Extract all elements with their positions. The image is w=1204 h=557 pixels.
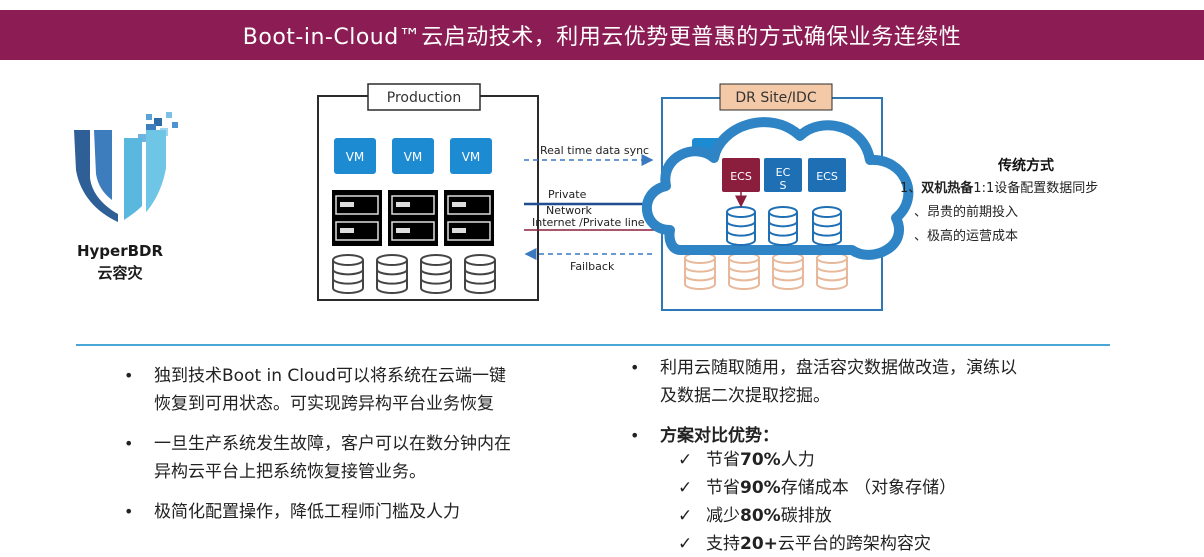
advantage-item: ✓节省70%人力 — [678, 446, 956, 474]
dr-site-label-box — [719, 83, 833, 111]
dr-site-label: DR Site/IDC — [735, 90, 816, 106]
logo-name-line2: 云容灾 — [97, 264, 143, 282]
traditional-method: 传统方式 1、双机热备1:1设备配置数据同步 、昂贵的前期投入 、极高的运营成本 — [900, 157, 1098, 244]
production-label-box — [367, 83, 481, 111]
check-icon: ✓ — [678, 534, 693, 554]
database-disk-icon — [812, 206, 842, 246]
database-disk-icon — [772, 252, 804, 290]
section-divider — [76, 344, 1110, 346]
advantage-item: ✓节省90%存储成本 （对象存储） — [678, 474, 956, 502]
bullet-item: • 利用云随取随用，盘活容灾数据做改造，演练以 及数据二次提取挖掘。 — [630, 354, 1090, 410]
database-disk-icon — [726, 206, 756, 246]
advantage-item: ✓减少80%碳排放 — [678, 502, 956, 530]
advantages-list: ✓节省70%人力 ✓节省90%存储成本 （对象存储） ✓减少80%碳排放 ✓支持… — [678, 446, 956, 557]
check-icon: ✓ — [678, 450, 693, 470]
svg-text:VM: VM — [404, 150, 423, 164]
failback-label: Failback — [570, 260, 615, 273]
traditional-item-3: 、极高的运营成本 — [914, 228, 1018, 244]
database-disk-icon — [464, 254, 496, 294]
svg-text:VM: VM — [346, 150, 365, 164]
logo-name: HyperBDR 云容灾 — [70, 240, 170, 284]
hyperbdr-shield-logo — [74, 112, 178, 222]
vm-3: VM — [450, 138, 492, 174]
dr-site-disks — [684, 252, 848, 290]
svg-text:S: S — [780, 179, 787, 192]
bullet-dot: • — [124, 366, 134, 385]
banner-title: Boot-in-Cloud™云启动技术，利用云优势更普惠的方式确保业务连续性 — [242, 25, 962, 50]
ecs-2: EC S — [764, 158, 802, 192]
advantages-title: 方案对比优势： — [660, 426, 779, 446]
internet-label: Internet /Private line — [532, 216, 645, 229]
architecture-diagram: Production VM VM VM Real time data syn — [317, 83, 1098, 311]
database-disk-icon — [728, 252, 760, 290]
server-rack-3 — [444, 190, 494, 246]
database-disk-icon — [332, 254, 364, 294]
production-disks — [332, 254, 496, 294]
cloud-disks — [726, 206, 842, 246]
ecs-3: ECS — [808, 158, 846, 192]
logo-name-line1: HyperBDR — [76, 242, 164, 260]
server-rack-1 — [332, 190, 382, 246]
database-disk-icon — [768, 206, 798, 246]
bullet-item: • 一旦生产系统发生故障，客户可以在数分钟内在 异构云平台上把系统恢复接管业务。 — [124, 430, 574, 486]
database-disk-icon — [816, 252, 848, 290]
bullet-dot: • — [124, 502, 134, 521]
traditional-title: 传统方式 — [997, 157, 1054, 174]
advantage-item: ✓支持20+云平台的跨架构容灾 — [678, 530, 956, 557]
ecs-1: ECS — [722, 158, 760, 192]
traditional-item-2: 、昂贵的前期投入 — [914, 204, 1018, 220]
left-bullet-list: • 独到技术Boot in Cloud可以将系统在云端一键 恢复到可用状态。可实… — [124, 362, 574, 538]
server-rack-2 — [388, 190, 438, 246]
bullet-item: • 极简化配置操作，降低工程师门槛及人力 — [124, 498, 574, 526]
bullet-dot: • — [630, 358, 640, 377]
database-disk-icon — [376, 254, 408, 294]
bullet-dot: • — [630, 426, 640, 445]
banner: Boot-in-Cloud™云启动技术，利用云优势更普惠的方式确保业务连续性 — [0, 10, 1204, 60]
database-disk-icon — [420, 254, 452, 294]
database-disk-icon — [684, 252, 716, 290]
svg-text:EC: EC — [776, 166, 791, 179]
private-label-1: Private — [548, 188, 587, 201]
private-label-2: Network — [546, 204, 593, 217]
sync-label: Real time data sync — [540, 144, 649, 157]
check-icon: ✓ — [678, 478, 693, 498]
vm-2: VM — [392, 138, 434, 174]
vm-1: VM — [334, 138, 376, 174]
traditional-item-1: 1、双机热备1:1设备配置数据同步 — [900, 180, 1098, 196]
svg-text:ECS: ECS — [730, 170, 752, 183]
bullet-item: • 独到技术Boot in Cloud可以将系统在云端一键 恢复到可用状态。可实… — [124, 362, 574, 418]
check-icon: ✓ — [678, 506, 693, 526]
right-bullet-list: • 利用云随取随用，盘活容灾数据做改造，演练以 及数据二次提取挖掘。 • 方案对… — [630, 354, 1090, 462]
svg-text:VM: VM — [462, 150, 481, 164]
bullet-dot: • — [124, 434, 134, 453]
bullet-item-advantages: • 方案对比优势： — [630, 422, 1090, 450]
svg-text:ECS: ECS — [816, 170, 838, 183]
production-label: Production — [387, 90, 461, 106]
